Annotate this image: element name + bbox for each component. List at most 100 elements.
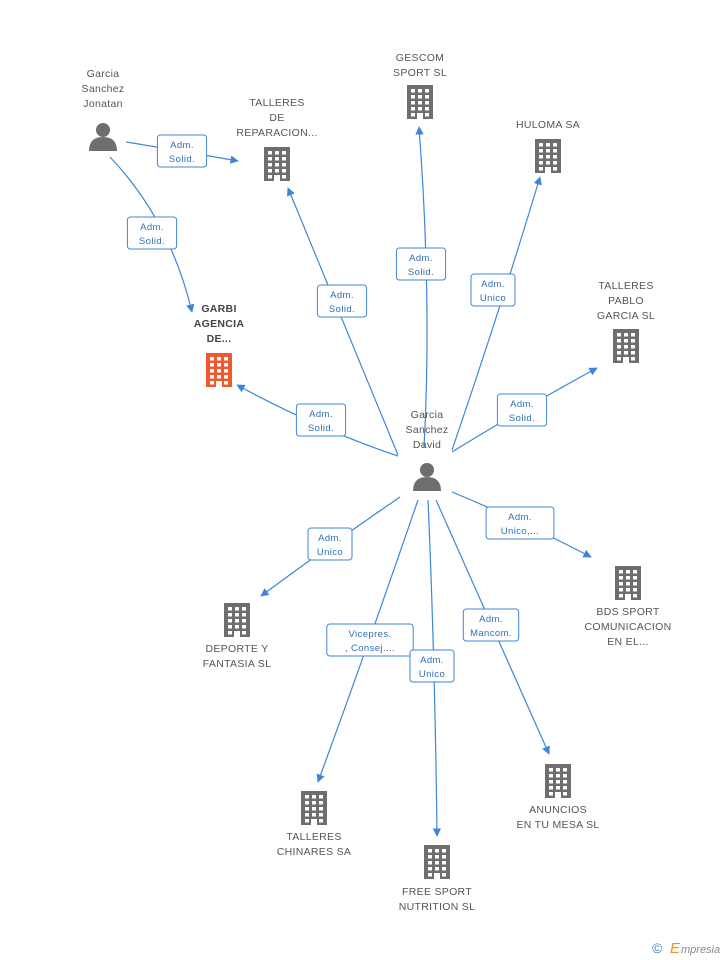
node-label-line: CHINARES SA xyxy=(277,846,351,858)
relation-label-line: Solid. xyxy=(169,154,195,165)
relation-badge-box xyxy=(409,649,455,683)
building-icon xyxy=(206,353,232,387)
node-label-line: SPORT SL xyxy=(393,67,447,79)
node-label-line: REPARACION... xyxy=(236,127,317,139)
relation-label-line: , Consej.... xyxy=(345,643,395,654)
node-label-line: Sanchez xyxy=(406,424,449,436)
node-label-line: EN TU MESA SL xyxy=(516,819,599,831)
node-label-line: EN EL... xyxy=(607,636,649,648)
relation-badge-box xyxy=(316,284,368,318)
node-label-line: TALLERES xyxy=(598,280,653,292)
node-bds[interactable]: BDS SPORT COMUNICACION EN EL... xyxy=(584,566,671,648)
node-label-line: GARBI xyxy=(201,303,236,315)
relation-badge-box xyxy=(496,393,548,427)
node-talleres_pablo[interactable]: TALLERES PABLO GARCIA SL xyxy=(597,280,655,363)
relation-label-line: Solid. xyxy=(509,413,535,424)
relation-badge-box xyxy=(470,273,516,307)
node-gescom[interactable]: GESCOM SPORT SL xyxy=(393,52,447,119)
node-label-line: GARCIA SL xyxy=(597,310,655,322)
relation-label-line: Vicepres. xyxy=(348,629,391,640)
building-icon xyxy=(407,85,433,119)
relation-label-line: Mancom. xyxy=(470,628,512,639)
building-icon xyxy=(301,791,327,825)
relation-label-line: Adm. xyxy=(510,399,534,410)
node-label-line: Garcia xyxy=(87,68,120,80)
relation-label-line: Unico,... xyxy=(501,526,539,537)
node-label-line: FREE SPORT xyxy=(402,886,472,898)
node-huloma[interactable]: HULOMA SA xyxy=(516,119,580,173)
node-label-line: GESCOM xyxy=(396,52,444,64)
node-label-line: AGENCIA xyxy=(194,318,245,330)
node-label-line: TALLERES xyxy=(249,97,304,109)
relation-label-line: Adm. xyxy=(170,140,194,151)
relation-label-line: Solid. xyxy=(308,423,334,434)
building-icon xyxy=(224,603,250,637)
edges-layer xyxy=(109,126,598,837)
node-garbi[interactable]: GARBI AGENCIA DE... xyxy=(194,303,245,387)
empresia-logo: © E mpresia xyxy=(652,940,720,957)
relation-label-line: Adm. xyxy=(318,533,342,544)
building-icon xyxy=(615,566,641,600)
node-label-line: COMUNICACION xyxy=(584,621,671,633)
logo-initial: E xyxy=(670,940,681,957)
node-label-line: PABLO xyxy=(608,295,644,307)
relation-badge-box xyxy=(462,608,520,642)
relation-label-line: Adm. xyxy=(508,512,532,523)
relation-label-line: Adm. xyxy=(481,279,505,290)
node-deporte[interactable]: DEPORTE Y FANTASIA SL xyxy=(203,603,271,670)
relation-badge-david-free_sport[interactable]: Adm. Unico xyxy=(409,649,455,683)
relation-badge-jonatan-talleres_reparacion[interactable]: Adm. Solid. xyxy=(156,134,208,168)
edge-david-gescom xyxy=(415,126,428,449)
badges-layer: Adm. Solid. Adm. Solid. Adm. Solid. Adm. Solid.… xyxy=(126,134,555,683)
relation-label-line: Adm. xyxy=(479,614,503,625)
building-icon xyxy=(264,147,290,181)
building-icon xyxy=(424,845,450,879)
node-label-line: Sanchez xyxy=(82,83,125,95)
relation-label-line: Unico xyxy=(419,669,445,680)
relation-label-line: Solid. xyxy=(408,267,434,278)
relation-label-line: Adm. xyxy=(140,222,164,233)
node-label-line: Garcia xyxy=(411,409,444,421)
relation-badge-david-deporte[interactable]: Adm. Unico xyxy=(307,527,353,561)
node-label-line: HULOMA SA xyxy=(516,119,580,131)
node-free_sport[interactable]: FREE SPORT NUTRITION SL xyxy=(399,845,476,913)
node-label-line: BDS SPORT xyxy=(596,606,659,618)
node-label-line: DE... xyxy=(207,333,232,345)
edge-david-huloma xyxy=(451,176,542,451)
relation-label-line: Unico xyxy=(317,547,343,558)
node-label-line: NUTRITION SL xyxy=(399,901,476,913)
relation-badge-david-bds[interactable]: Adm. Unico,... xyxy=(485,506,555,540)
relation-label-line: Adm. xyxy=(330,290,354,301)
node-label-line: FANTASIA SL xyxy=(203,658,271,670)
node-label-line: DE xyxy=(269,112,284,124)
relation-badge-jonatan-garbi[interactable]: Adm. Solid. xyxy=(126,216,178,250)
relation-badge-david-garbi[interactable]: Adm. Solid. xyxy=(295,403,347,437)
relation-badge-david-chinares[interactable]: Vicepres. , Consej.... xyxy=(326,623,414,657)
relation-badge-box xyxy=(326,623,414,657)
relation-label-line: Adm. xyxy=(409,253,433,264)
relation-badge-david-anuncios[interactable]: Adm. Mancom. xyxy=(462,608,520,642)
node-label-line: David xyxy=(413,439,441,451)
relation-badge-david-talleres_reparacion[interactable]: Adm. Solid. xyxy=(316,284,368,318)
relation-label-line: Solid. xyxy=(329,304,355,315)
relation-label-line: Solid. xyxy=(139,236,165,247)
relation-badge-david-huloma[interactable]: Adm.Unico xyxy=(470,273,516,307)
building-icon xyxy=(545,764,571,798)
relation-badge-david-talleres_pablo[interactable]: Adm. Solid. xyxy=(496,393,548,427)
building-icon xyxy=(613,329,639,363)
relation-badge-david-gescom[interactable]: Adm. Solid. xyxy=(395,247,447,281)
relation-badge-box xyxy=(126,216,178,250)
node-talleres_reparacion[interactable]: TALLERES DE REPARACION... xyxy=(236,97,317,181)
relation-badge-box xyxy=(156,134,208,168)
relation-label-line: Adm. xyxy=(309,409,333,420)
relation-badge-box xyxy=(307,527,353,561)
copyright-symbol: © xyxy=(652,940,663,956)
relation-label-line: Adm. xyxy=(420,655,444,666)
node-label-line: DEPORTE Y xyxy=(206,643,269,655)
logo-text: mpresia xyxy=(681,944,720,956)
building-icon xyxy=(535,139,561,173)
